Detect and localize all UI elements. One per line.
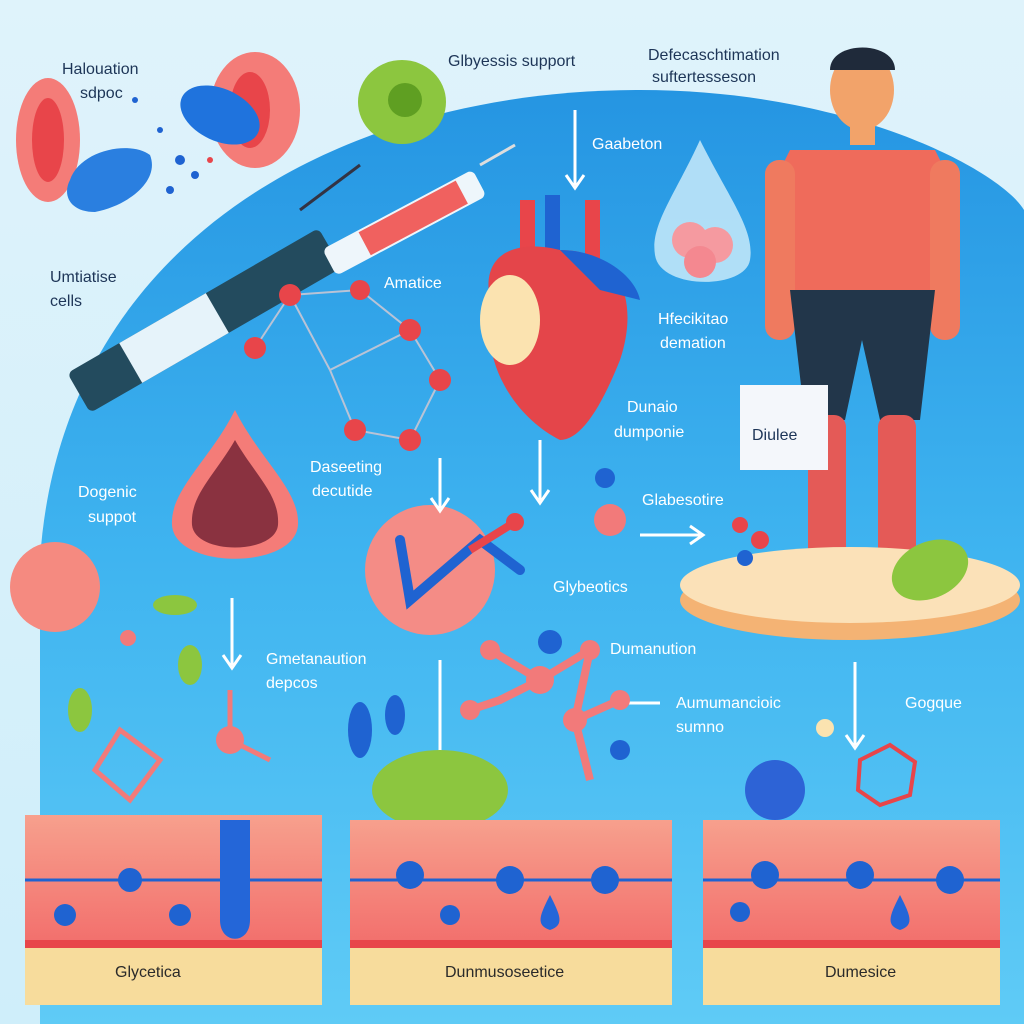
label-gogque: Gogque (905, 695, 962, 712)
heart (480, 195, 640, 440)
small-syringe (324, 143, 516, 274)
label-halouation: Halouation (62, 61, 139, 78)
label-dumanution: Dumanution (610, 641, 696, 658)
platform (680, 539, 1020, 640)
label-dogenic: Dogenic (78, 484, 137, 501)
skin-panel-3 (703, 820, 1000, 1005)
blood-drop (171, 410, 299, 559)
green-cell (358, 60, 446, 144)
arrows (221, 110, 866, 765)
label-sumno: sumno (676, 719, 724, 736)
label-gaabeton: Gaabeton (592, 136, 662, 153)
label-depcos: depcos (266, 675, 318, 692)
label-gmetanaution: Gmetanaution (266, 651, 367, 668)
human-muscle-figure (740, 47, 960, 580)
label-suftertesseson: suftertesseson (652, 69, 756, 86)
water-drop (654, 140, 751, 282)
label-amatice: Amatice (384, 275, 442, 292)
label-decutide: decutide (312, 483, 373, 500)
label-dumponie: dumponie (614, 424, 684, 441)
label-bag: Diulee (752, 427, 797, 444)
molecule-atoms (244, 280, 451, 451)
label-suppot: suppot (88, 509, 137, 526)
label-glbyessis-support: Glbyessis support (448, 53, 576, 70)
panel-2-label: Dunmusoseetice (445, 964, 564, 981)
central-cell (365, 468, 769, 635)
label-demation: demation (660, 335, 726, 352)
pink-cell (10, 542, 100, 632)
label-aumumancioic: Aumumancioic (676, 695, 781, 712)
label-dunaio: Dunaio (627, 399, 678, 416)
large-syringe (69, 163, 361, 411)
skin-panel-1 (25, 815, 322, 1005)
label-daseeting: Daseeting (310, 459, 382, 476)
label-defecaschtimation: Defecaschtimation (648, 47, 780, 64)
skin-panel-2 (350, 820, 672, 1005)
label-hfecikitao: Hfecikitao (658, 311, 728, 328)
panel-1-label: Glycetica (115, 964, 181, 981)
label-glybeotics: Glybeotics (553, 579, 628, 596)
label-glabesotire: Glabesotire (642, 492, 724, 509)
label-sdpoc: sdpoc (80, 85, 123, 102)
label-umtiatise: Umtiatise (50, 269, 117, 286)
panel-3-label: Dumesice (825, 964, 896, 981)
label-cells: cells (50, 293, 82, 310)
blue-cells (67, 85, 260, 212)
